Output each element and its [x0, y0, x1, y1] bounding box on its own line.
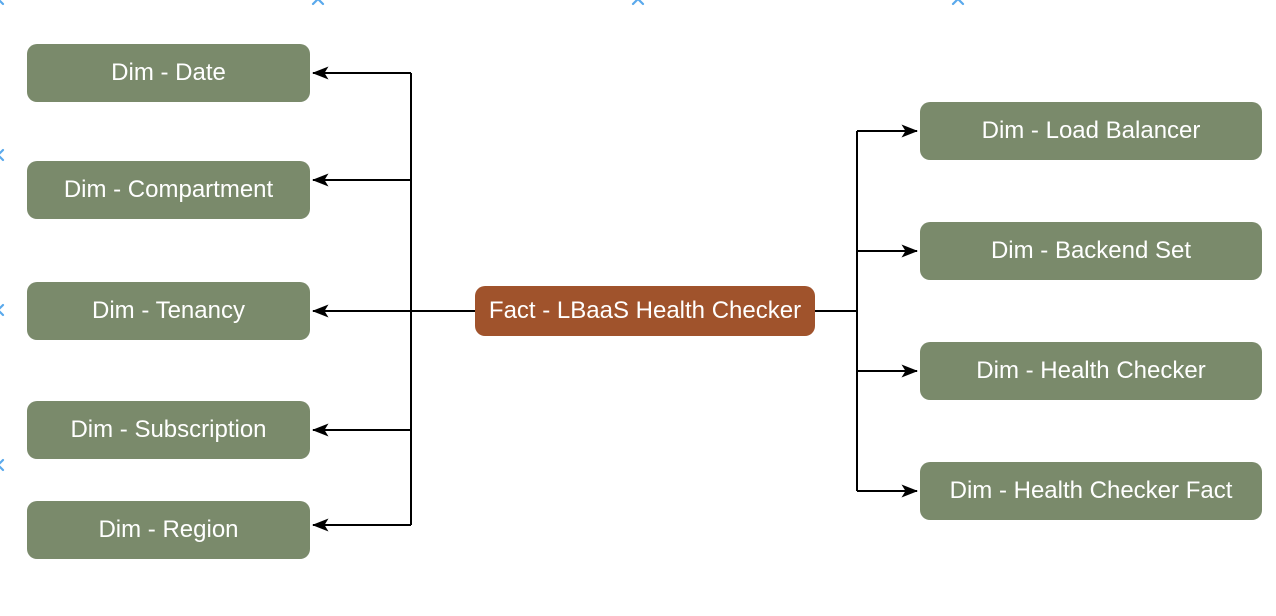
- node-label: Dim - Backend Set: [990, 236, 1192, 264]
- page-corner-cross-icon: [311, 0, 325, 6]
- page-corner-cross-icon: [0, 458, 5, 472]
- node-label: Dim - Health Checker Fact: [949, 476, 1233, 504]
- node-dim-subscription[interactable]: Dim - Subscription: [27, 401, 310, 459]
- node-label: Fact - LBaaS Health Checker: [488, 296, 802, 324]
- page-corner-cross-icon: [0, 303, 5, 317]
- node-label: Dim - Date: [111, 58, 226, 86]
- node-dim-backend-set[interactable]: Dim - Backend Set: [920, 222, 1262, 280]
- node-label: Dim - Region: [98, 515, 239, 543]
- node-label: Dim - Compartment: [63, 175, 274, 203]
- node-dim-health-checker[interactable]: Dim - Health Checker: [920, 342, 1262, 400]
- node-dim-tenancy[interactable]: Dim - Tenancy: [27, 282, 310, 340]
- node-label: Dim - Health Checker: [976, 356, 1206, 384]
- node-dim-compartment[interactable]: Dim - Compartment: [27, 161, 310, 219]
- page-corner-cross-icon: [951, 0, 965, 6]
- node-label: Dim - Tenancy: [92, 296, 245, 324]
- node-dim-load-balancer[interactable]: Dim - Load Balancer: [920, 102, 1262, 160]
- node-dim-date[interactable]: Dim - Date: [27, 44, 310, 102]
- node-fact[interactable]: Fact - LBaaS Health Checker: [475, 286, 815, 336]
- node-label: Dim - Subscription: [70, 415, 267, 443]
- page-corner-cross-icon: [0, 0, 5, 6]
- page-corner-cross-icon: [631, 0, 645, 6]
- page-corner-cross-icon: [0, 148, 5, 162]
- node-dim-health-checker-fact[interactable]: Dim - Health Checker Fact: [920, 462, 1262, 520]
- node-label: Dim - Load Balancer: [981, 116, 1201, 144]
- node-dim-region[interactable]: Dim - Region: [27, 501, 310, 559]
